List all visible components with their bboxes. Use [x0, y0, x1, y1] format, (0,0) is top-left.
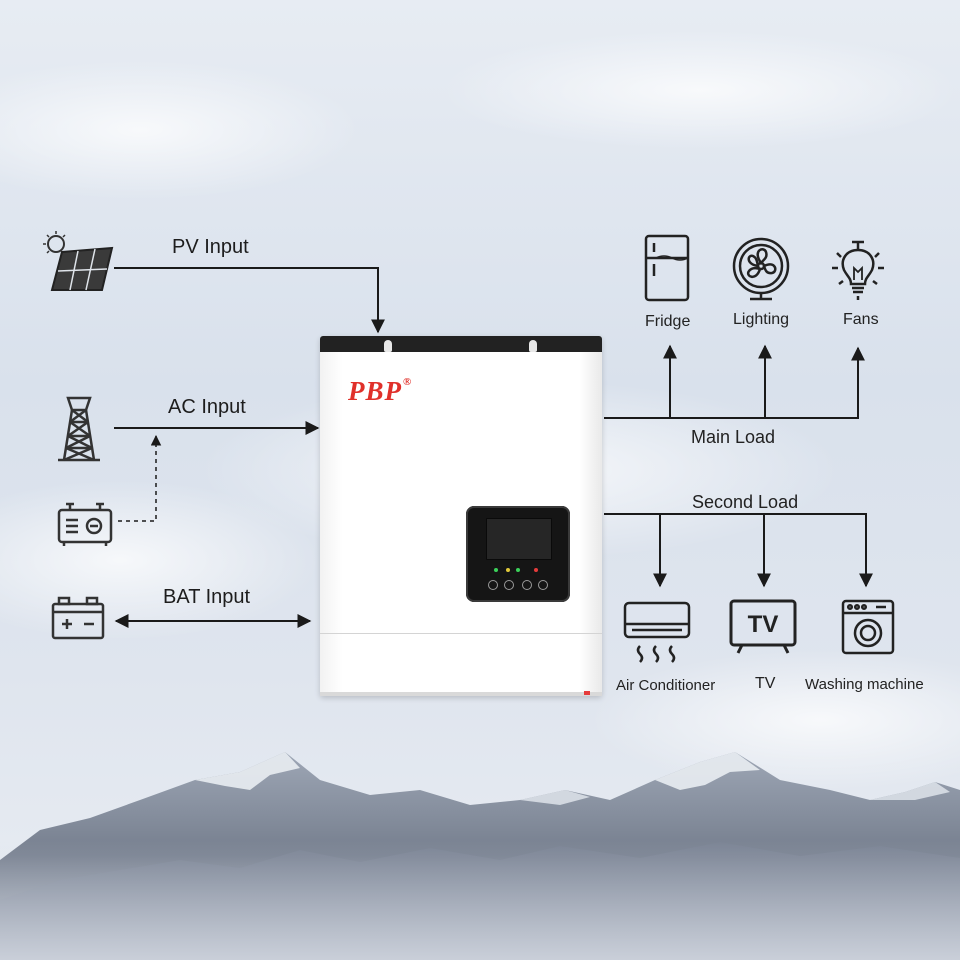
pv-input-label: PV Input: [172, 236, 249, 258]
status-led: [506, 568, 510, 572]
tv-label: TV: [755, 675, 776, 692]
panel-button[interactable]: [488, 580, 498, 590]
panel-button[interactable]: [538, 580, 548, 590]
status-led: [534, 568, 538, 572]
fridge-label: Fridge: [645, 313, 691, 330]
inverter-base: [320, 692, 602, 696]
fridge-icon: [644, 234, 690, 302]
brand-name: PBP: [348, 376, 402, 406]
main-load-line: [604, 346, 865, 419]
status-led: [516, 568, 520, 572]
light-bulb-icon: [832, 240, 884, 300]
air-conditioner-icon: [623, 601, 691, 663]
tv-icon: TV: [729, 599, 797, 654]
control-panel: [466, 506, 570, 602]
lcd-screen: [486, 518, 552, 560]
second-load-label: Second Load: [692, 492, 799, 512]
fan-icon: [732, 237, 790, 301]
inverter-unit: PBP®: [320, 336, 602, 696]
lighting-label: Lighting: [733, 311, 790, 328]
solar-panel-icon: [43, 231, 114, 291]
bat-input-label: BAT Input: [163, 586, 251, 608]
washing-machine-icon: [841, 599, 895, 655]
main-load-label: Main Load: [691, 427, 776, 447]
mounting-hook: [384, 340, 392, 352]
tv-icon-text: TV: [748, 611, 779, 638]
ac-input-label: AC Input: [168, 396, 246, 418]
brand-logo: PBP®: [348, 376, 412, 407]
fans-label: Fans: [843, 311, 879, 328]
status-led: [494, 568, 498, 572]
generator-dashed-line: [118, 434, 162, 522]
inverter-top-cap: [320, 336, 602, 352]
pv-input-line: [114, 267, 385, 334]
generator-icon: [57, 502, 113, 546]
power-tower-icon: [58, 396, 100, 462]
brand-registered-mark: ®: [403, 376, 413, 388]
battery-icon: [51, 596, 105, 640]
panel-button[interactable]: [504, 580, 514, 590]
inverter-seam: [320, 633, 602, 634]
air-conditioner-label: Air Conditioner: [616, 677, 716, 694]
mounting-hook: [529, 340, 537, 352]
panel-button[interactable]: [522, 580, 532, 590]
washing-machine-label: Washing machine: [805, 676, 924, 693]
second-load-line: [604, 513, 873, 588]
inverter-indicator: [584, 691, 590, 695]
